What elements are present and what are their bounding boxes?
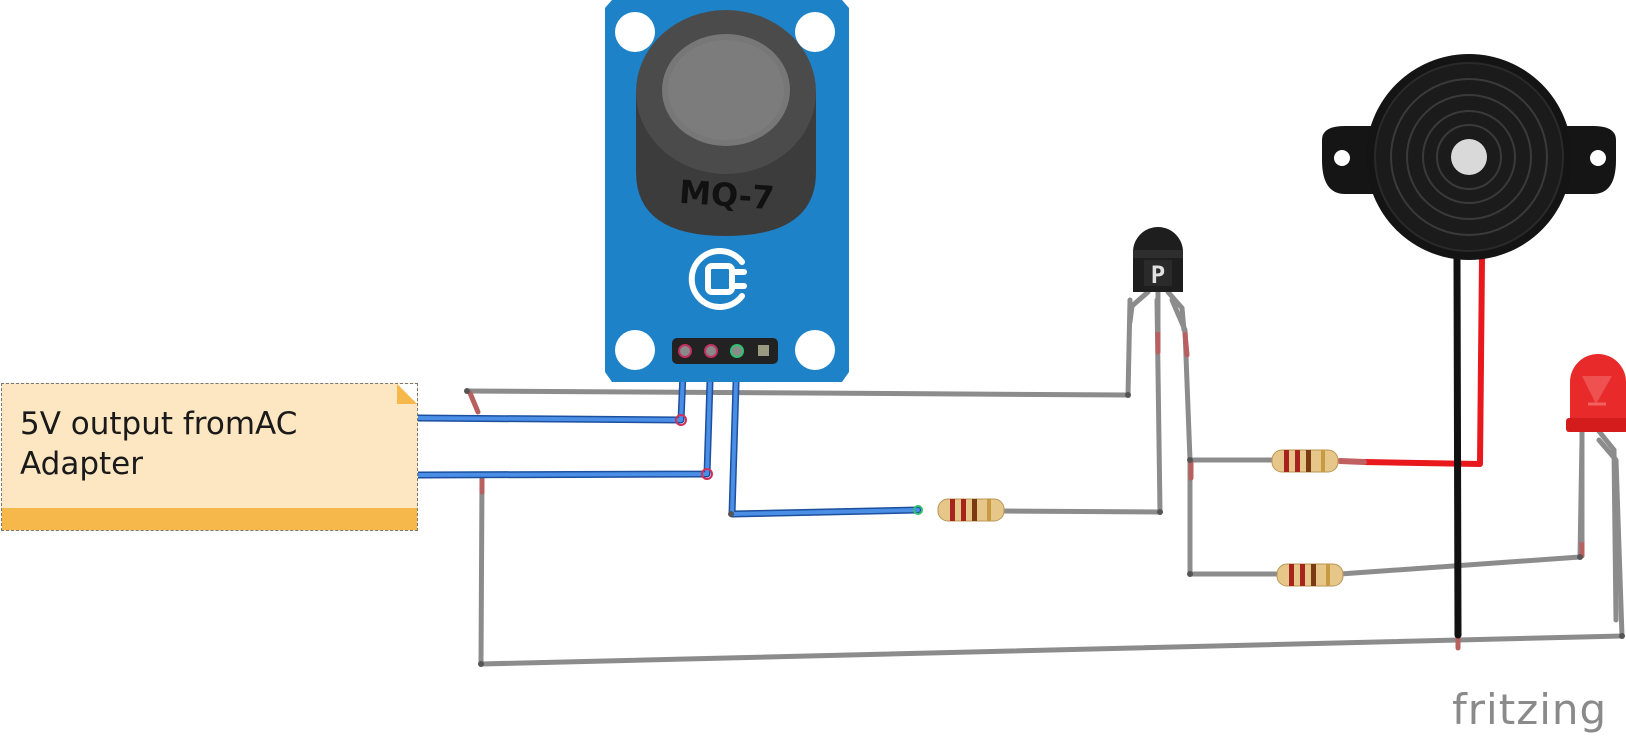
transistor-marking: P xyxy=(1151,261,1165,289)
plug-icon xyxy=(688,248,747,310)
mq7-sensor-board: MQ-7 xyxy=(605,0,849,382)
header-pin xyxy=(758,345,769,356)
header-pins xyxy=(672,338,778,364)
buzzer xyxy=(1322,54,1616,260)
sensor-label: MQ-7 xyxy=(678,173,776,218)
note-box: 5V output fromAC Adapter xyxy=(1,383,418,531)
resistor-3 xyxy=(1276,563,1344,587)
wire-transistor-right-leg xyxy=(1169,297,1193,577)
wire-resistor1-to-transistor xyxy=(999,297,1163,515)
mounting-hole xyxy=(795,12,835,52)
fritzing-logo: fritzing xyxy=(1452,685,1608,734)
buzzer-red-lead-end xyxy=(1337,458,1367,465)
wire-blue-gnd xyxy=(416,348,713,477)
buzzer-red-lead xyxy=(1361,255,1485,467)
note-text: 5V output fromAC Adapter xyxy=(20,406,298,482)
buzzer-wires xyxy=(1337,254,1485,639)
buzzer-black-lead xyxy=(1453,254,1462,639)
note-corner xyxy=(397,384,417,404)
header-pin xyxy=(704,344,718,358)
wire-joint xyxy=(701,468,713,480)
wire-end-marker xyxy=(467,390,481,415)
mounting-hole xyxy=(795,330,835,370)
note-footer-bar xyxy=(2,508,417,530)
header-pin xyxy=(730,344,744,358)
wire-joint xyxy=(675,414,687,426)
resistor-1 xyxy=(937,498,1005,522)
header-pin xyxy=(678,344,692,358)
mounting-hole xyxy=(615,330,655,370)
wire-nodes xyxy=(464,388,1625,667)
led xyxy=(1566,354,1626,623)
buzzer-center xyxy=(1451,139,1487,175)
wire-joint xyxy=(913,505,923,515)
transistor-marking-box xyxy=(1144,260,1172,286)
resistor-2 xyxy=(1271,449,1339,473)
mounting-hole xyxy=(615,12,655,52)
transistor: P xyxy=(1127,227,1187,333)
wire-end-marker xyxy=(1182,330,1190,358)
